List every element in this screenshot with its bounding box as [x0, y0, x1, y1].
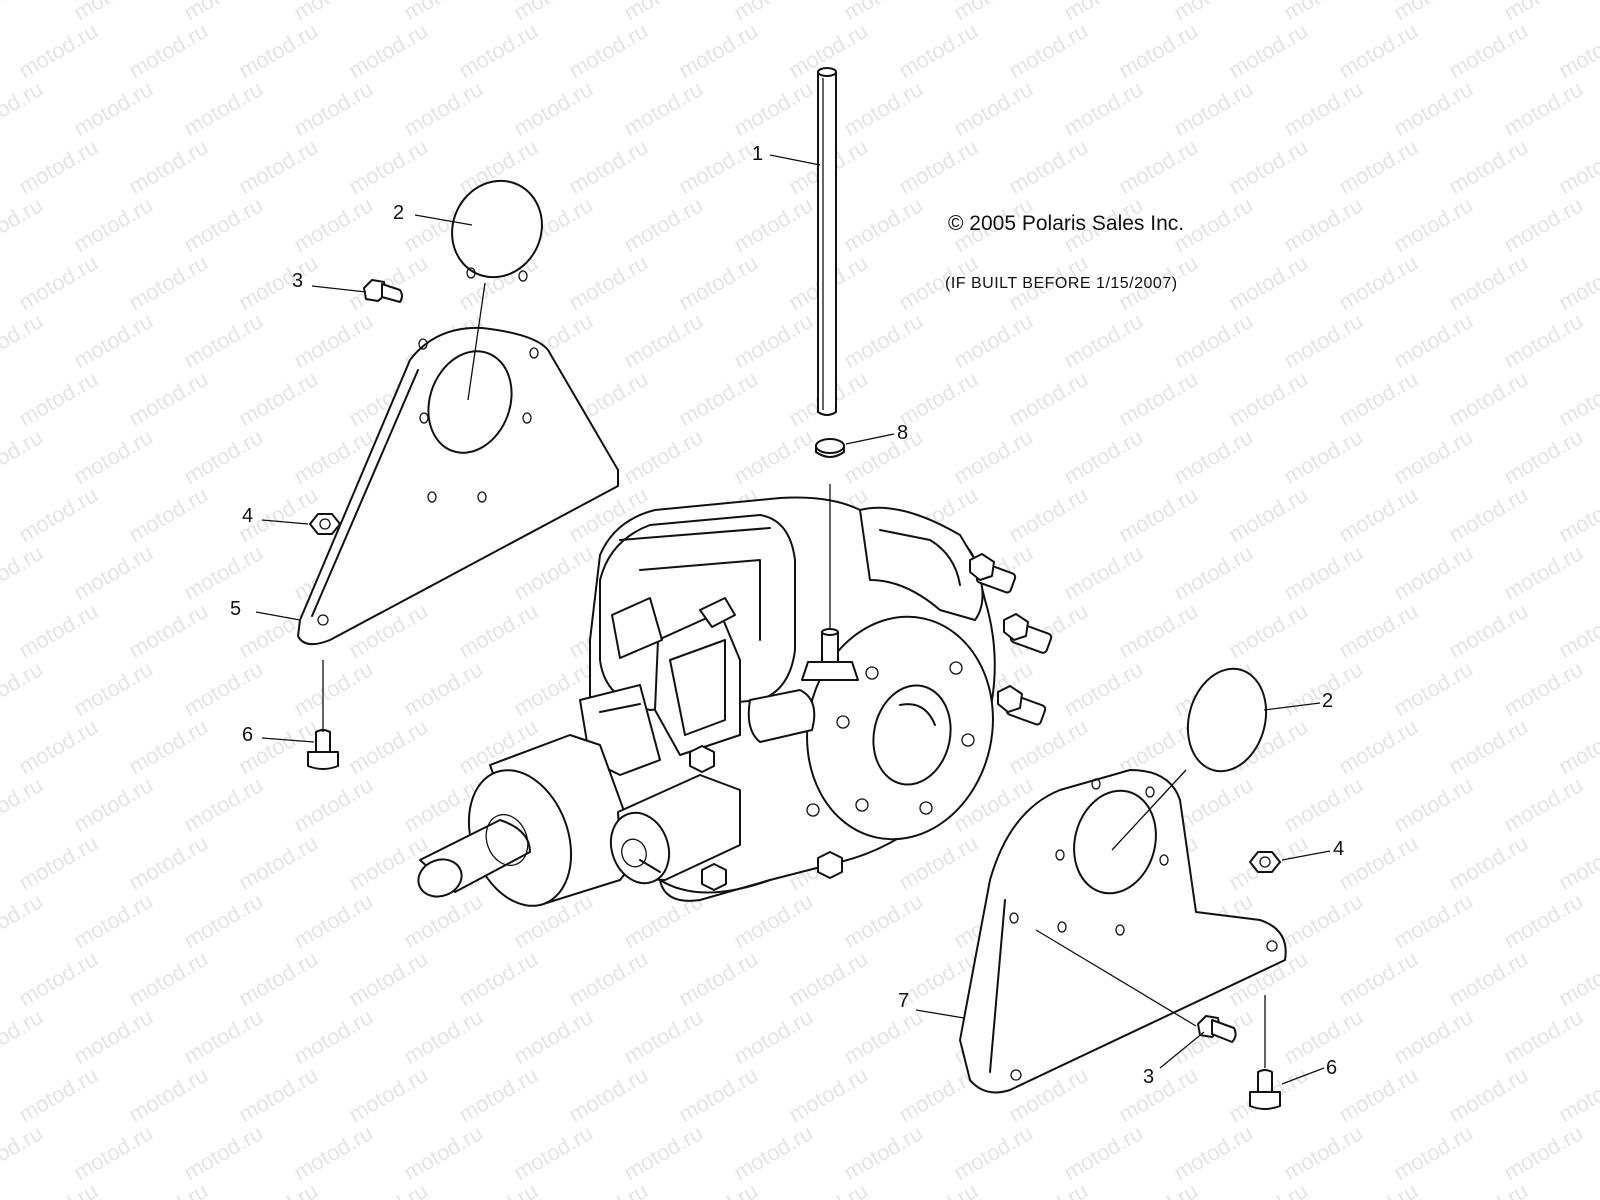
seal-right	[1186, 667, 1268, 773]
bracket-left	[297, 267, 619, 646]
callout-bracket-left: 5	[230, 598, 242, 620]
gearcase	[417, 496, 1053, 907]
seal-upper	[451, 179, 543, 279]
screw-right	[1249, 1069, 1281, 1110]
copyright-text: © 2005 Polaris Sales Inc.	[948, 212, 1185, 235]
bracket-right	[959, 769, 1287, 1094]
callout-screw-left: 6	[242, 724, 254, 746]
callout-tube: 1	[752, 143, 764, 165]
bolt-lower	[1197, 1015, 1237, 1043]
leader-lines	[255, 154, 1331, 1085]
build-date-note: (IF BUILT BEFORE 1/15/2007)	[945, 275, 1178, 292]
callout-seal-upper: 2	[393, 202, 405, 224]
callout-clamp: 8	[897, 422, 909, 444]
callout-nut-right: 4	[1333, 838, 1345, 860]
callout-bolt-lower: 3	[1143, 1066, 1155, 1088]
callout-bracket-right: 7	[898, 990, 910, 1012]
callout-seal-right: 2	[1322, 690, 1334, 712]
nut-right	[1249, 851, 1281, 873]
bolt-upper	[363, 279, 403, 303]
vent-tube	[817, 67, 837, 416]
callout-bolt-upper: 3	[292, 270, 304, 292]
screw-left	[307, 729, 339, 770]
callout-screw-right: 6	[1326, 1057, 1338, 1079]
hose-clamp	[815, 438, 845, 458]
callout-nut-upper: 4	[242, 505, 254, 527]
nut-upper	[309, 513, 341, 535]
